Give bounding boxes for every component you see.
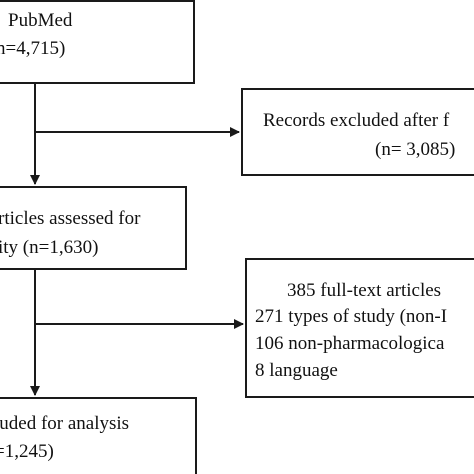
assessed-count: ity (n=1,630)	[0, 237, 99, 258]
included-label: luded for analysis	[0, 413, 130, 434]
excluded-non-pharmacological: 106 non-pharmacologica	[255, 333, 445, 354]
excluded-study-type: 271 types of study (non-I	[255, 306, 448, 327]
excluded-title-count: (n= 3,085)	[375, 139, 456, 160]
excluded-language: 8 language	[255, 360, 338, 381]
assessed-label: rticles assessed for	[0, 208, 141, 229]
assessed-box: rticles assessed for ity (n=1,630)	[0, 186, 187, 270]
excluded-title-label: Records excluded after f	[263, 110, 450, 131]
pubmed-box: PubMed n=4,715)	[0, 0, 195, 84]
pubmed-label: PubMed	[8, 10, 73, 31]
excluded-title-box: Records excluded after f (n= 3,085)	[241, 88, 474, 176]
included-count: =1,245)	[0, 441, 54, 462]
included-box: luded for analysis =1,245)	[0, 397, 197, 474]
excluded-fulltext-total: 385 full-text articles	[287, 280, 442, 301]
pubmed-count: n=4,715)	[0, 38, 66, 59]
excluded-fulltext-box: 385 full-text articles 271 types of stud…	[245, 258, 474, 398]
